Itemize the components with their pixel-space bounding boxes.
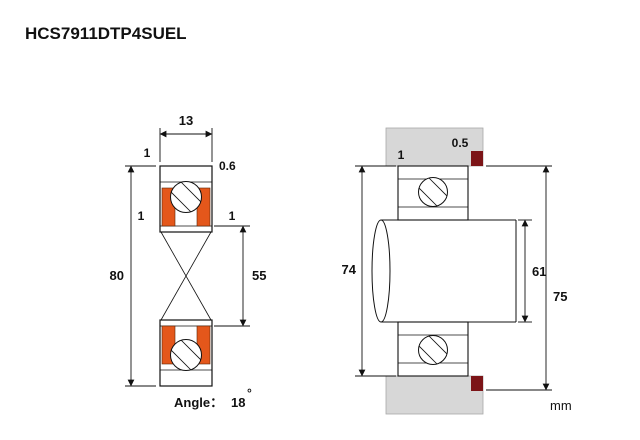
dim-housing-shoulder: 74: [342, 165, 396, 377]
edge-left-label: 1: [398, 148, 405, 162]
page-title: HCS7911DTP4SUEL: [25, 24, 187, 43]
shaft-body: [381, 220, 516, 322]
dim-bore-diameter: 55: [214, 225, 266, 327]
edge-right-label: 0.5: [452, 136, 469, 150]
housing-bottom: [385, 375, 484, 415]
dim-shaft-shoulder: 61: [518, 219, 546, 323]
ball-hatch: [170, 339, 202, 371]
mounted-bearing-top: [397, 165, 469, 221]
dim-bore-value: 55: [252, 268, 266, 283]
dim-61-value: 61: [532, 264, 546, 279]
shaft-end-left: [371, 219, 391, 323]
angle-value: 18: [231, 395, 245, 410]
dim-75-value: 75: [553, 289, 567, 304]
shaft: [371, 219, 517, 323]
dim-74-value: 74: [342, 262, 357, 277]
ball-hatch: [170, 181, 202, 213]
mounted-bearing-bottom: [397, 321, 469, 377]
unit-label: mm: [550, 398, 572, 413]
bearing-ball: [170, 181, 202, 213]
bearing-ball: [418, 335, 448, 365]
preload-mark-bottom: [471, 376, 483, 391]
degree-symbol: °: [247, 386, 252, 400]
bearing-ball: [418, 177, 448, 207]
cross-line-2: [160, 231, 212, 321]
ball-hatch: [418, 335, 448, 365]
dim-od-value: 80: [110, 268, 124, 283]
chamfer-top-right-label: 0.6: [219, 159, 236, 173]
chamfer-inner-left-label: 1: [138, 209, 145, 223]
dim-outer-diameter: 80: [110, 165, 156, 387]
chamfer-top-left-label: 1: [144, 146, 151, 160]
ball-hatch: [418, 177, 448, 207]
dim-outer-assembly: 75: [486, 165, 567, 391]
housing-top: [385, 127, 484, 167]
bearing-section-top: [159, 165, 213, 233]
preload-mark-top: [471, 151, 483, 166]
angle-label: Angle：: [174, 395, 223, 410]
bearing-ball: [170, 339, 202, 371]
dim-width-value: 13: [179, 113, 193, 128]
bearing-section-bottom: [159, 319, 213, 387]
left-view: 13 80 55 1 0.6 1 1 Angle： 18 °: [110, 113, 267, 410]
angle-annotation: Angle： 18 °: [174, 386, 252, 410]
right-view: 1 0.5: [342, 127, 572, 415]
dim-width: 13: [159, 113, 213, 162]
chamfer-inner-right-label: 1: [229, 209, 236, 223]
